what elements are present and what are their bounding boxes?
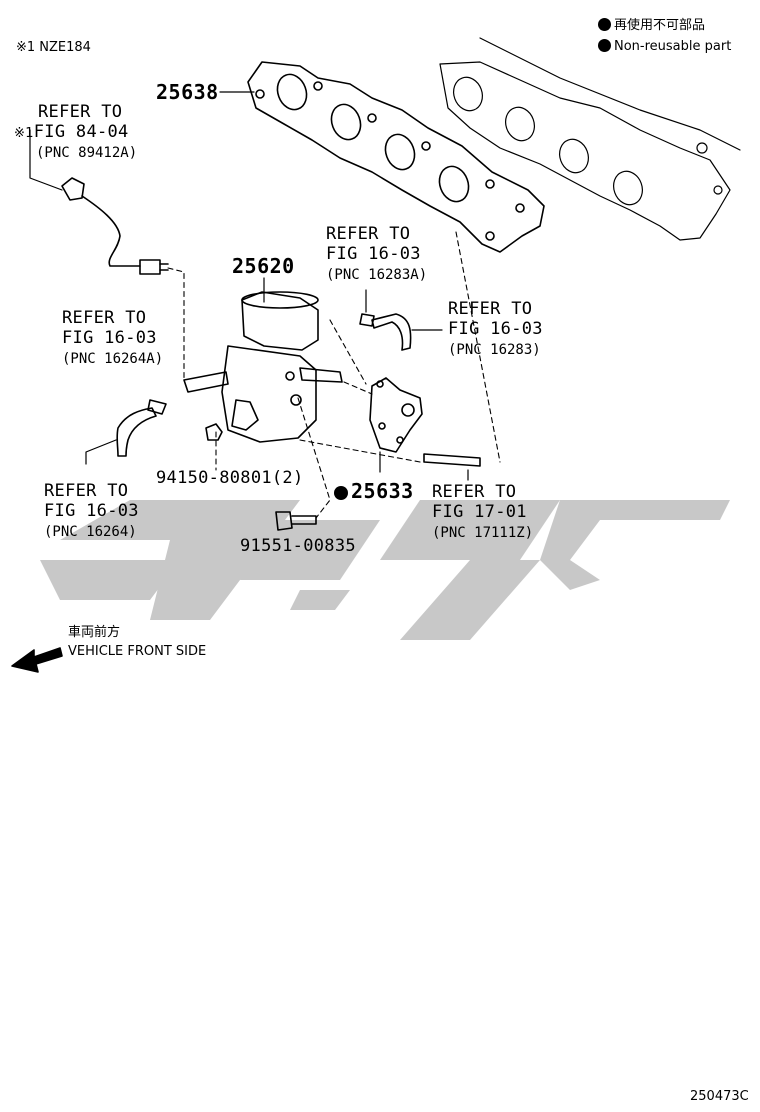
- refer-sensor-line3: (PNC 89412A): [36, 145, 138, 161]
- refer-hose-left-line2: FIG 16-03: [44, 501, 139, 521]
- refer-clamp-left[interactable]: REFER TO FIG 16-03 (PNC 16264A): [62, 308, 164, 367]
- part-number-nut[interactable]: 94150-80801(2): [156, 468, 304, 488]
- refer-sensor-mark: ※1: [14, 126, 34, 141]
- non-reusable-dot-icon: [598, 18, 611, 31]
- oxygen-sensor-drawing: [61, 177, 169, 275]
- dashed-assembly-lines: [167, 231, 501, 519]
- refer-hose-top-line2: FIG 16-03: [326, 244, 421, 264]
- leader-lines: [29, 91, 469, 481]
- refer-stud-line2: FIG 17-01: [432, 502, 527, 522]
- model-note: ※1 NZE184: [16, 40, 91, 55]
- refer-hose-right-line3: (PNC 16283): [448, 342, 541, 358]
- manifold-gasket-drawing: [247, 61, 545, 253]
- direction-jp: 車両前方: [68, 625, 121, 640]
- non-reusable-dot-icon: [334, 486, 348, 500]
- refer-stud-line3: (PNC 17111Z): [432, 525, 534, 541]
- direction-en: VEHICLE FRONT SIDE: [68, 644, 207, 659]
- nut-drawing: [205, 423, 223, 441]
- egr-valve-drawing: [183, 291, 343, 443]
- refer-stud-line1: REFER TO: [432, 482, 517, 502]
- watermark-logo: [40, 500, 730, 640]
- refer-sensor[interactable]: REFER TO ※1FIG 84-04 (PNC 89412A): [14, 102, 138, 161]
- refer-hose-top-line1: REFER TO: [326, 224, 411, 244]
- refer-clamp-left-line2: FIG 16-03: [62, 328, 157, 348]
- cylinder-head-drawing: [439, 37, 741, 241]
- refer-clamp-left-line1: REFER TO: [62, 308, 147, 328]
- refer-sensor-line2: FIG 84-04: [33, 122, 129, 142]
- refer-sensor-line1: REFER TO: [38, 102, 123, 122]
- refer-hose-right[interactable]: REFER TO FIG 16-03 (PNC 16283): [448, 299, 543, 358]
- non-reusable-dot-icon: [598, 39, 611, 52]
- refer-hose-top[interactable]: REFER TO FIG 16-03 (PNC 16283A): [326, 224, 428, 283]
- refer-stud[interactable]: REFER TO FIG 17-01 (PNC 17111Z): [432, 482, 534, 541]
- figure-code: 250473C: [690, 1089, 749, 1104]
- part-number-valve-gasket[interactable]: 25633: [334, 481, 414, 501]
- valve-gasket-drawing: [369, 377, 423, 453]
- part-number-manifold-gasket[interactable]: 25638: [156, 80, 219, 104]
- refer-hose-left[interactable]: REFER TO FIG 16-03 (PNC 16264): [44, 481, 139, 540]
- refer-hose-left-line3: (PNC 16264): [44, 524, 137, 540]
- front-direction-arrow-icon: [11, 647, 63, 673]
- refer-clamp-left-line3: (PNC 16264A): [62, 351, 164, 367]
- hose-left-drawing: [116, 399, 167, 457]
- hose-right-drawing: [359, 313, 412, 351]
- legend-en: Non-reusable part: [598, 39, 731, 53]
- refer-hose-top-line3: (PNC 16283A): [326, 267, 428, 283]
- refer-hose-left-line1: REFER TO: [44, 481, 129, 501]
- refer-hose-right-line2: FIG 16-03: [448, 319, 543, 339]
- part-number-egr-valve[interactable]: 25620: [232, 254, 295, 278]
- stud-bolt-drawing: [423, 453, 481, 467]
- bolt-drawing: [275, 511, 317, 531]
- part-number-bolt[interactable]: 91551-00835: [240, 536, 356, 556]
- legend-jp: 再使用不可部品: [598, 18, 705, 32]
- refer-hose-right-line1: REFER TO: [448, 299, 533, 319]
